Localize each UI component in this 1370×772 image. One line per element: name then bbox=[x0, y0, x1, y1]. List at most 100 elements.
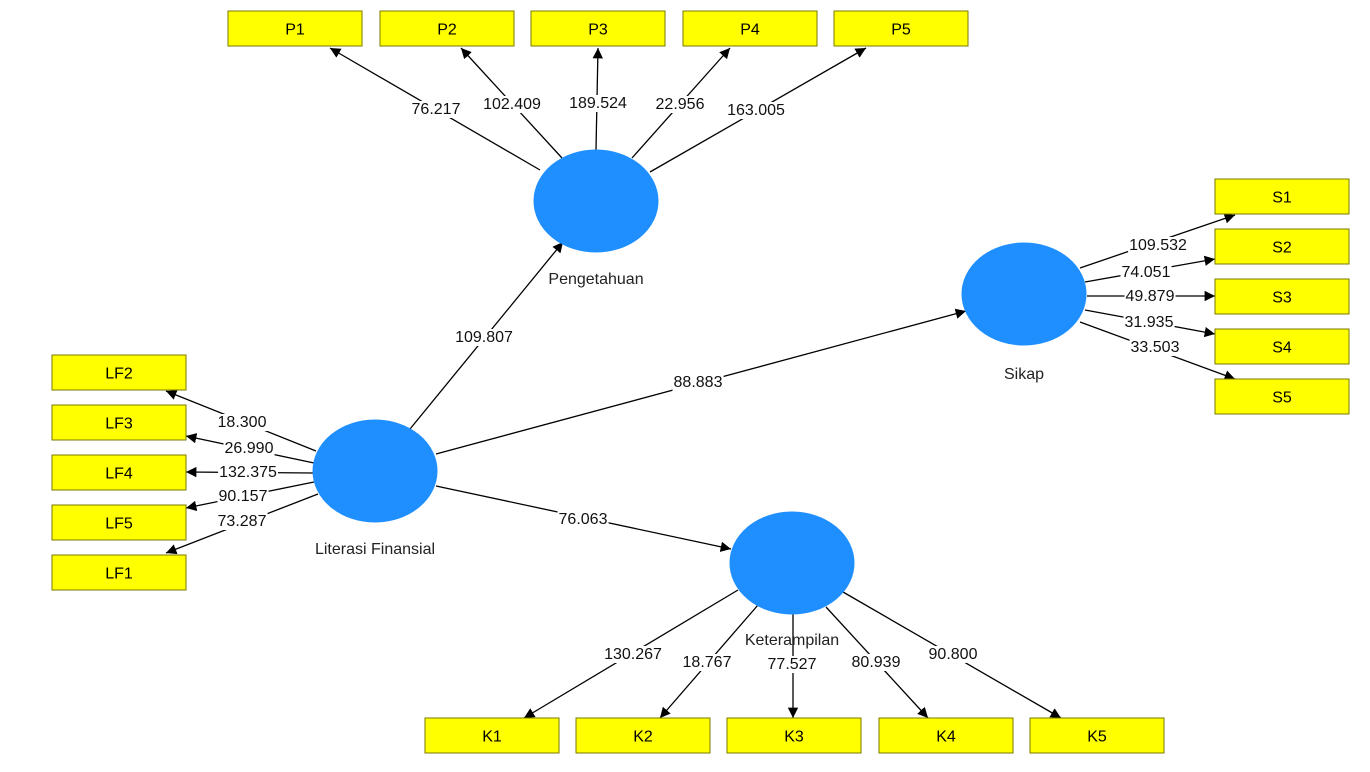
indicator-p1[interactable]: P1 bbox=[227, 10, 363, 47]
edge-value-pengetahuan-to-p3: 189.524 bbox=[569, 95, 627, 112]
indicator-k4[interactable]: K4 bbox=[878, 717, 1014, 754]
indicator-p5[interactable]: P5 bbox=[833, 10, 969, 47]
edge-value-sikap-to-s2: 74.051 bbox=[1122, 264, 1171, 281]
edge-value-keterampilan-to-k5: 90.800 bbox=[929, 646, 978, 663]
edge-label-bg bbox=[410, 101, 462, 118]
latent-keterampilan[interactable]: Keterampilan bbox=[729, 511, 855, 649]
edge-value-pengetahuan-to-p5: 163.005 bbox=[727, 102, 785, 119]
indicator-box[interactable] bbox=[227, 10, 363, 47]
edge-label-bg bbox=[482, 96, 543, 113]
edge-value-literasi-to-lf2: 18.300 bbox=[218, 414, 267, 431]
latent-label: Sikap bbox=[1004, 366, 1044, 383]
indicator-box[interactable] bbox=[1029, 717, 1165, 754]
edge-value-literasi-to-keterampilan: 76.063 bbox=[559, 511, 608, 528]
edge-value-keterampilan-to-k4: 80.939 bbox=[852, 654, 901, 671]
edge-label-bg bbox=[1128, 237, 1189, 254]
latent-circle[interactable] bbox=[961, 242, 1087, 346]
edge-label-bg bbox=[1123, 314, 1175, 331]
edge-value-sikap-to-s3: 49.879 bbox=[1126, 288, 1175, 305]
indicator-label: LF1 bbox=[105, 566, 133, 583]
indicator-k5[interactable]: K5 bbox=[1029, 717, 1165, 754]
edge-label-bg bbox=[681, 654, 733, 671]
latent-circle[interactable] bbox=[312, 419, 438, 523]
latent-pengetahuan[interactable]: Pengetahuan bbox=[533, 149, 659, 288]
indicator-k1[interactable]: K1 bbox=[424, 717, 560, 754]
edge-value-pengetahuan-to-p1: 76.217 bbox=[412, 101, 461, 118]
edge-value-literasi-to-lf1: 73.287 bbox=[218, 513, 267, 530]
indicator-box[interactable] bbox=[833, 10, 969, 47]
indicator-label: P3 bbox=[588, 22, 608, 39]
edge-value-literasi-to-lf4: 132.375 bbox=[219, 464, 277, 481]
indicator-p2[interactable]: P2 bbox=[379, 10, 515, 47]
latent-sikap[interactable]: Sikap bbox=[961, 242, 1087, 383]
indicator-box[interactable] bbox=[51, 354, 187, 391]
indicator-lf3[interactable]: LF3 bbox=[51, 404, 187, 441]
indicator-label: P1 bbox=[285, 22, 305, 39]
indicator-p4[interactable]: P4 bbox=[682, 10, 818, 47]
indicator-p3[interactable]: P3 bbox=[530, 10, 666, 47]
edge-label-bg bbox=[1124, 288, 1176, 305]
indicator-box[interactable] bbox=[51, 504, 187, 541]
edge-label-bg bbox=[1129, 339, 1181, 356]
indicator-label: S1 bbox=[1272, 190, 1292, 207]
edge-value-sikap-to-s5: 33.503 bbox=[1131, 339, 1180, 356]
edge-value-sikap-to-s1: 109.532 bbox=[1129, 237, 1187, 254]
edge-value-literasi-to-sikap: 88.883 bbox=[674, 374, 723, 391]
edge-value-literasi-to-lf5: 90.157 bbox=[219, 488, 268, 505]
indicator-s1[interactable]: S1 bbox=[1214, 178, 1350, 215]
indicator-lf4[interactable]: LF4 bbox=[51, 454, 187, 491]
indicator-label: S3 bbox=[1272, 290, 1292, 307]
indicator-box[interactable] bbox=[1214, 228, 1350, 265]
edge-label-bg bbox=[568, 95, 629, 112]
edge-value-keterampilan-to-k2: 18.767 bbox=[683, 654, 732, 671]
edge-label-bg bbox=[654, 96, 706, 113]
indicator-label: S2 bbox=[1272, 240, 1292, 257]
indicator-label: K2 bbox=[633, 729, 653, 746]
edge-label-bg bbox=[218, 464, 279, 481]
indicator-s2[interactable]: S2 bbox=[1214, 228, 1350, 265]
latent-literasi[interactable]: Literasi Finansial bbox=[312, 419, 438, 558]
edge-value-pengetahuan-to-p2: 102.409 bbox=[483, 96, 541, 113]
latent-circle[interactable] bbox=[533, 149, 659, 253]
edge-label-bg bbox=[217, 488, 269, 505]
edge-label-bg bbox=[216, 414, 268, 431]
indicator-box[interactable] bbox=[424, 717, 560, 754]
indicator-box[interactable] bbox=[51, 404, 187, 441]
indicator-box[interactable] bbox=[878, 717, 1014, 754]
indicator-lf5[interactable]: LF5 bbox=[51, 504, 187, 541]
edge-value-pengetahuan-to-p4: 22.956 bbox=[656, 96, 705, 113]
indicator-box[interactable] bbox=[1214, 378, 1350, 415]
latent-label: Literasi Finansial bbox=[315, 541, 435, 558]
indicator-box[interactable] bbox=[51, 554, 187, 591]
indicator-box[interactable] bbox=[1214, 178, 1350, 215]
indicator-label: K5 bbox=[1087, 729, 1107, 746]
edge-label-bg bbox=[766, 656, 818, 673]
indicator-k2[interactable]: K2 bbox=[575, 717, 711, 754]
latent-circle[interactable] bbox=[729, 511, 855, 615]
indicator-box[interactable] bbox=[379, 10, 515, 47]
edge-label-bg bbox=[603, 646, 664, 663]
edge-label-bg bbox=[223, 440, 275, 457]
indicator-box[interactable] bbox=[575, 717, 711, 754]
indicator-lf2[interactable]: LF2 bbox=[51, 354, 187, 391]
indicator-label: P2 bbox=[437, 22, 457, 39]
indicator-lf1[interactable]: LF1 bbox=[51, 554, 187, 591]
edge-value-literasi-to-lf3: 26.990 bbox=[225, 440, 274, 457]
indicator-box[interactable] bbox=[1214, 278, 1350, 315]
indicator-box[interactable] bbox=[1214, 328, 1350, 365]
indicator-box[interactable] bbox=[530, 10, 666, 47]
indicator-label: P4 bbox=[740, 22, 760, 39]
indicator-s3[interactable]: S3 bbox=[1214, 278, 1350, 315]
edge-value-keterampilan-to-k1: 130.267 bbox=[604, 646, 662, 663]
indicator-s4[interactable]: S4 bbox=[1214, 328, 1350, 365]
edge-label-bg bbox=[216, 513, 268, 530]
edge-value-sikap-to-s4: 31.935 bbox=[1125, 314, 1174, 331]
indicator-k3[interactable]: K3 bbox=[726, 717, 862, 754]
indicator-box[interactable] bbox=[726, 717, 862, 754]
indicator-s5[interactable]: S5 bbox=[1214, 378, 1350, 415]
indicator-box[interactable] bbox=[682, 10, 818, 47]
indicator-label: P5 bbox=[891, 22, 911, 39]
indicator-box[interactable] bbox=[51, 454, 187, 491]
indicator-label: S5 bbox=[1272, 390, 1292, 407]
